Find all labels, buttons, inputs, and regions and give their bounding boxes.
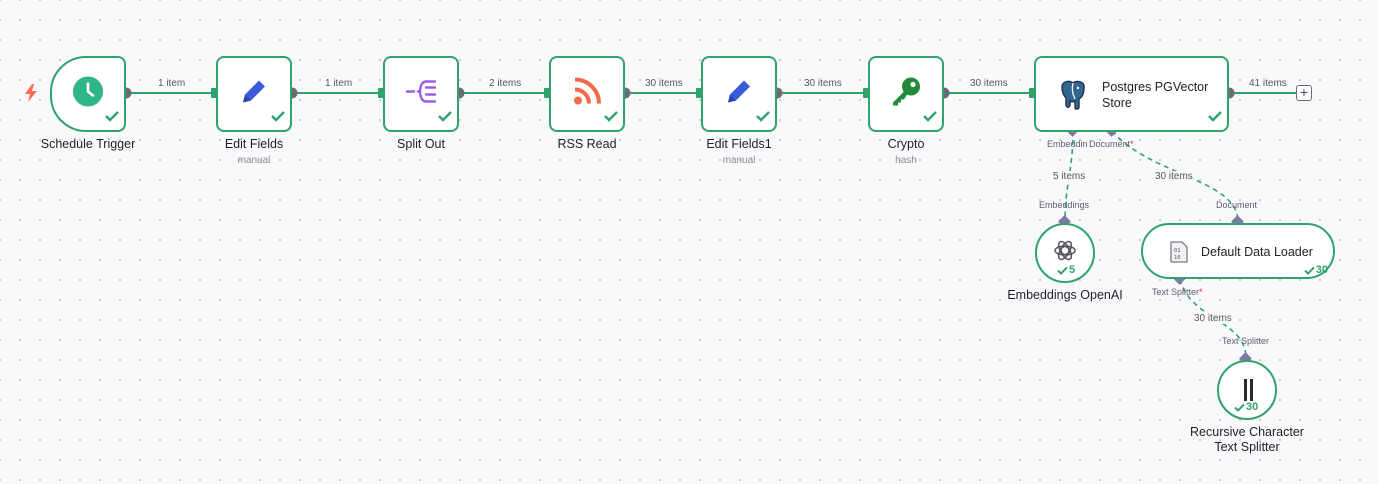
success-check-icon <box>1208 109 1222 127</box>
add-node-button[interactable]: + <box>1296 85 1312 101</box>
port-label-text: Embeddings <box>1039 200 1090 210</box>
success-check-icon <box>1234 403 1245 412</box>
node-schedule-trigger[interactable] <box>50 56 126 132</box>
edge-item-count: 30 items <box>1194 313 1232 324</box>
node-rss-read[interactable] <box>549 56 625 132</box>
port-label-text: Text Splitter <box>1222 336 1270 346</box>
edge-item-count: 30 items <box>970 78 1008 89</box>
edge-item-count: 41 items <box>1249 78 1287 89</box>
port-label-document: Document* <box>1089 139 1134 149</box>
port-label-text: Text Splitter <box>1152 287 1200 297</box>
run-count: 30 <box>1234 401 1258 413</box>
port-label-text: Document <box>1089 139 1131 149</box>
node-label: Edit Fields1 <box>706 137 772 151</box>
rss-icon <box>572 77 602 112</box>
input-handle[interactable] <box>378 88 384 98</box>
node-label-line: Recursive Character <box>1190 425 1304 439</box>
node-label: Edit Fields <box>224 137 284 151</box>
success-check-icon <box>105 109 119 127</box>
node-embeddings-openai[interactable]: 5 <box>1035 223 1095 283</box>
trigger-bolt-icon <box>24 84 38 107</box>
node-title-line: Store <box>1102 96 1132 110</box>
node-edit-fields[interactable] <box>216 56 292 132</box>
splitter-icon <box>1243 379 1255 406</box>
node-title-line: Postgres PGVector <box>1102 80 1209 94</box>
node-label: Embeddings OpenAI <box>1007 288 1123 302</box>
node-split-out[interactable] <box>383 56 459 132</box>
node-subtitle: manual <box>722 155 756 166</box>
success-check-icon <box>271 109 285 127</box>
success-check-icon <box>1304 266 1315 275</box>
run-count-value: 5 <box>1069 264 1076 276</box>
edge-item-count: 1 item <box>325 78 353 89</box>
node-label: Split Out <box>397 137 445 151</box>
port-label-text: Embeddin <box>1047 139 1088 149</box>
clock-icon <box>72 76 104 113</box>
node-title: Default Data Loader <box>1201 245 1313 259</box>
port-label-embeddings-out: Embeddings <box>1039 200 1089 210</box>
required-marker: * <box>1130 139 1134 149</box>
run-count-value: 30 <box>1246 401 1259 413</box>
edge-item-count: 1 item <box>158 78 186 89</box>
svg-text:01: 01 <box>1174 248 1181 254</box>
edge-item-count: 30 items <box>804 78 842 89</box>
run-count: 30 <box>1304 264 1328 276</box>
port-label-splitter-out: Text Splitter <box>1222 336 1269 346</box>
split-out-icon <box>405 79 437 110</box>
node-postgres-pgvector-store[interactable]: Postgres PGVector Store <box>1034 56 1229 132</box>
svg-text:10: 10 <box>1174 255 1181 261</box>
node-subtitle: manual <box>237 155 271 166</box>
node-label: RSS Read <box>557 137 617 151</box>
success-check-icon <box>438 109 452 127</box>
pencil-icon <box>723 76 755 113</box>
input-handle[interactable] <box>211 88 217 98</box>
node-subtitle: hash <box>895 155 917 166</box>
node-label: Crypto <box>887 137 925 151</box>
node-label-line: Text Splitter <box>1214 440 1280 454</box>
input-handle[interactable] <box>1029 88 1035 98</box>
node-label: Schedule Trigger <box>40 137 136 151</box>
node-crypto[interactable] <box>868 56 944 132</box>
pencil-icon <box>238 76 270 113</box>
openai-icon <box>1052 238 1078 269</box>
success-check-icon <box>604 109 618 127</box>
port-label-text: Document <box>1216 200 1258 210</box>
run-count-value: 30 <box>1315 264 1328 276</box>
postgres-elephant-icon <box>1058 79 1088 116</box>
edge-item-count: 2 items <box>489 78 522 89</box>
node-recursive-character-text-splitter[interactable]: 30 <box>1217 360 1277 420</box>
port-label-loader-splitter: Text Splitter* <box>1152 287 1203 297</box>
port-label-embedding: Embeddin <box>1047 139 1088 149</box>
edge-item-count: 5 items <box>1053 171 1086 182</box>
input-handle[interactable] <box>696 88 702 98</box>
edge-item-count: 30 items <box>1155 171 1193 182</box>
input-handle[interactable] <box>863 88 869 98</box>
required-marker: * <box>1199 287 1203 297</box>
success-check-icon <box>1057 266 1068 275</box>
success-check-icon <box>756 109 770 127</box>
edge-item-count: 30 items <box>645 78 683 89</box>
port-label-loader-in: Document <box>1216 200 1257 210</box>
node-label: Recursive Character Text Splitter <box>1167 425 1327 455</box>
run-count: 5 <box>1057 264 1075 276</box>
node-edit-fields1[interactable] <box>701 56 777 132</box>
success-check-icon <box>923 109 937 127</box>
node-title: Postgres PGVector Store <box>1102 79 1208 111</box>
input-handle[interactable] <box>544 88 550 98</box>
key-icon <box>890 76 922 113</box>
